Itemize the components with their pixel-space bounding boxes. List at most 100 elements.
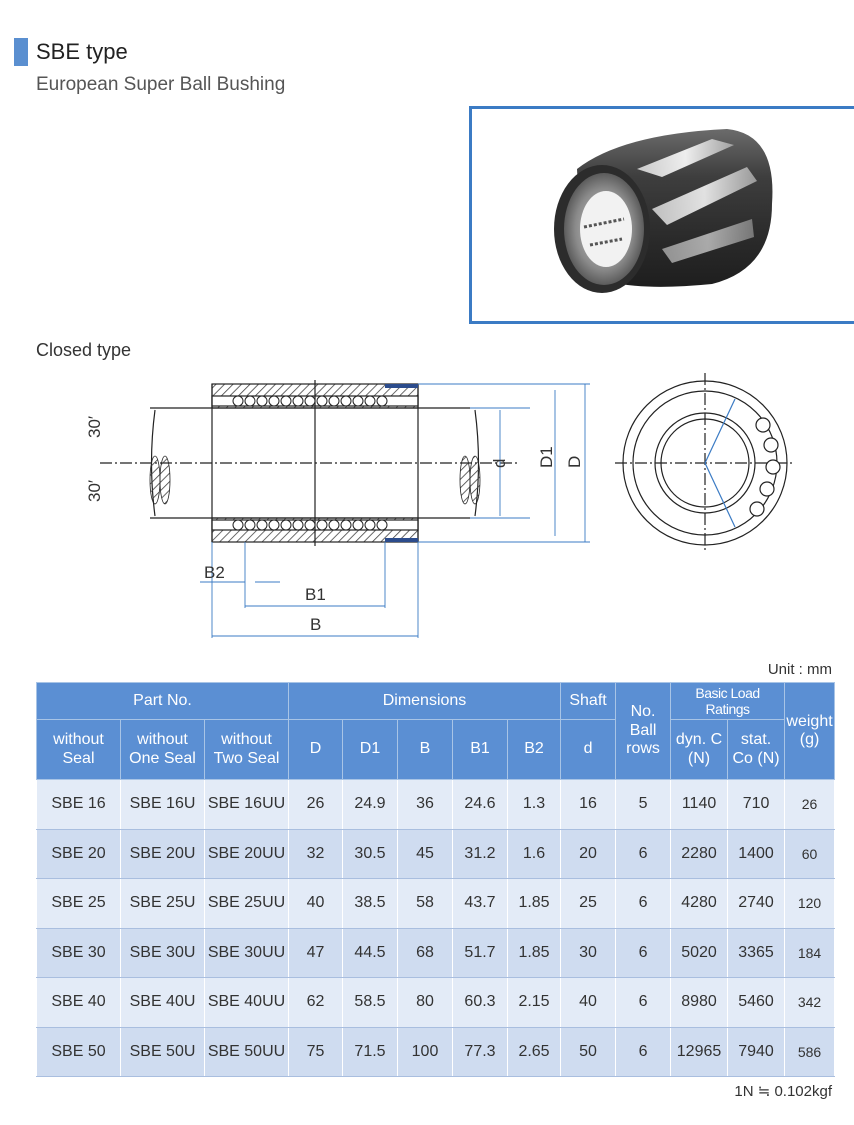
table-row: SBE 40 SBE 40U SBE 40UU 62 58.5 80 60.3 … [36, 977, 836, 1028]
cell-weight: 120 [784, 878, 836, 929]
cell-weight: 586 [784, 1026, 836, 1077]
header-dimensions: Dimensions [287, 682, 562, 720]
cell-weight: 60 [784, 828, 836, 879]
header-load-ratings: Basic Load Ratings [670, 682, 786, 720]
header-B: B [397, 719, 453, 780]
cell-d: 25 [560, 878, 617, 929]
cell-B2: 1.6 [506, 828, 562, 879]
cell-stat: 7940 [727, 1026, 786, 1077]
technical-drawing: d D1 D 30′ 30′ B2 B1 B [60, 370, 840, 660]
cell-stat: 3365 [727, 927, 786, 978]
dim-d-label: d [490, 459, 509, 468]
cell-B: 100 [397, 1026, 453, 1077]
cell-D: 40 [288, 878, 343, 929]
cell-part: SBE 30 [36, 927, 121, 978]
cell-B1: 24.6 [452, 779, 508, 830]
cell-part-uu: SBE 25UU [204, 878, 289, 929]
dim-B-label: B [310, 615, 321, 634]
end-view-drawing [615, 373, 795, 553]
cell-D1: 44.5 [342, 927, 398, 978]
cell-B2: 2.65 [506, 1026, 562, 1077]
angle-bottom-label: 30′ [85, 480, 104, 502]
cell-D: 62 [288, 977, 343, 1028]
page-subtitle: European Super Ball Bushing [36, 74, 286, 95]
bushing-section-drawing: d D1 D 30′ 30′ B2 B1 B [85, 373, 795, 638]
cell-rows: 5 [615, 779, 672, 830]
cell-part-uu: SBE 50UU [204, 1026, 289, 1077]
cell-B1: 60.3 [452, 977, 508, 1028]
bushing-photo [554, 129, 773, 293]
cell-rows: 6 [615, 828, 672, 879]
cell-part: SBE 50 [36, 1026, 121, 1077]
header-ball-rows: No. Ball rows [615, 682, 672, 780]
spec-table: Part No. Dimensions Shaft No. Ball rows … [36, 682, 836, 1077]
header-D: D [288, 719, 343, 780]
cell-part-uu: SBE 30UU [204, 927, 289, 978]
cell-part-u: SBE 20U [120, 828, 205, 879]
dim-B2-label: B2 [204, 563, 225, 582]
cell-stat: 1400 [727, 828, 786, 879]
cell-part: SBE 25 [36, 878, 121, 929]
cell-part-u: SBE 25U [120, 878, 205, 929]
unit-label: Unit : mm [767, 661, 832, 678]
cell-B2: 2.15 [506, 977, 562, 1028]
cell-part-uu: SBE 40UU [204, 977, 289, 1028]
cell-B2: 1.3 [506, 779, 562, 830]
cell-stat: 2740 [727, 878, 786, 929]
header-weight: weight (g) [784, 682, 836, 780]
cell-D: 32 [288, 828, 343, 879]
cell-weight: 184 [784, 927, 836, 978]
header-one-seal: without One Seal [120, 719, 205, 780]
cell-D1: 38.5 [342, 878, 398, 929]
product-photo-frame [469, 106, 854, 324]
cell-part-uu: SBE 20UU [204, 828, 289, 879]
cell-B2: 1.85 [506, 927, 562, 978]
header-D1: D1 [342, 719, 398, 780]
cell-part-u: SBE 16U [120, 779, 205, 830]
cell-part: SBE 20 [36, 828, 121, 879]
cell-stat: 710 [727, 779, 786, 830]
table-row: SBE 30 SBE 30U SBE 30UU 47 44.5 68 51.7 … [36, 927, 836, 978]
header-dyn: dyn. C (N) [670, 719, 729, 780]
cell-dyn: 2280 [670, 828, 729, 879]
table-row: SBE 50 SBE 50U SBE 50UU 75 71.5 100 77.3… [36, 1026, 836, 1077]
cell-rows: 6 [615, 977, 672, 1028]
page-title: SBE type [36, 39, 128, 64]
cell-part: SBE 40 [36, 977, 121, 1028]
cell-stat: 5460 [727, 977, 786, 1028]
cell-dyn: 1140 [670, 779, 729, 830]
cell-d: 20 [560, 828, 617, 879]
cell-B1: 51.7 [452, 927, 508, 978]
cell-D1: 30.5 [342, 828, 398, 879]
cell-rows: 6 [615, 878, 672, 929]
cell-rows: 6 [615, 927, 672, 978]
cell-part-u: SBE 30U [120, 927, 205, 978]
cell-B1: 31.2 [452, 828, 508, 879]
dim-D-label: D [565, 456, 584, 468]
cell-rows: 6 [615, 1026, 672, 1077]
cell-part-uu: SBE 16UU [204, 779, 289, 830]
cell-part-u: SBE 40U [120, 977, 205, 1028]
header-B2: B2 [506, 719, 562, 780]
header-stat: stat. Co (N) [727, 719, 786, 780]
header-part-no: Part No. [36, 682, 289, 720]
cell-D1: 24.9 [342, 779, 398, 830]
header-without-seal: without Seal [36, 719, 121, 780]
cell-d: 16 [560, 779, 617, 830]
cell-B1: 43.7 [452, 878, 508, 929]
dim-D1-label: D1 [537, 446, 556, 468]
cell-B: 45 [397, 828, 453, 879]
cell-B: 68 [397, 927, 453, 978]
header-two-seal: without Two Seal [204, 719, 289, 780]
header-shaft-d: d [560, 719, 617, 780]
cell-D1: 71.5 [342, 1026, 398, 1077]
cell-B: 80 [397, 977, 453, 1028]
header-B1: B1 [452, 719, 508, 780]
dim-B1-label: B1 [305, 585, 326, 604]
header-shaft: Shaft [560, 682, 617, 720]
cell-dyn: 4280 [670, 878, 729, 929]
cell-part-u: SBE 50U [120, 1026, 205, 1077]
cell-dyn: 8980 [670, 977, 729, 1028]
section-label: Closed type [36, 340, 132, 360]
cell-D: 75 [288, 1026, 343, 1077]
